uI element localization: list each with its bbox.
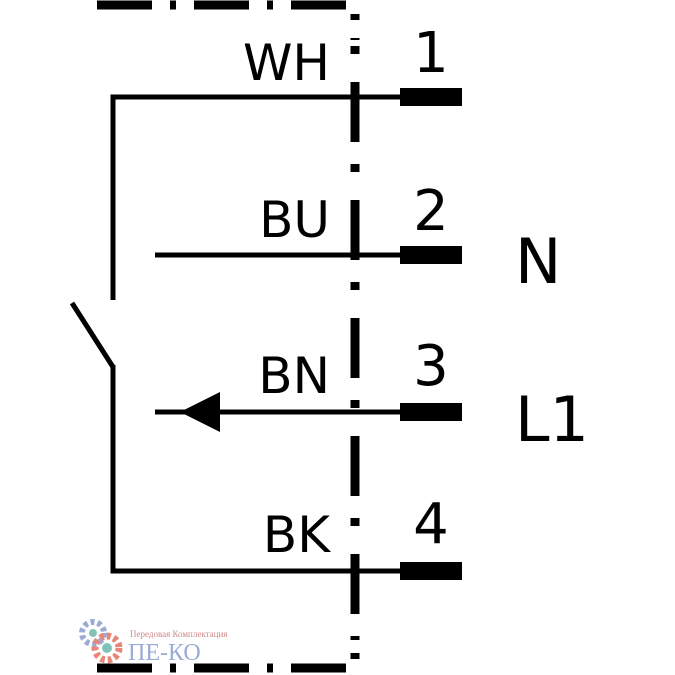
terminal-1 xyxy=(400,88,462,106)
wire-bk xyxy=(110,365,400,574)
wire-label-bk: BK xyxy=(263,506,331,564)
logo-name: ПЕ-КО xyxy=(128,640,201,666)
logo: Передовая Комплектация ПЕ-КО xyxy=(79,619,227,666)
label-n: N xyxy=(515,225,561,298)
switch-contact xyxy=(69,301,116,369)
pin-number-4: 4 xyxy=(413,492,449,557)
label-l1: L1 xyxy=(515,383,589,456)
terminal-2 xyxy=(400,246,462,264)
housing-boundary xyxy=(97,0,360,673)
gear-icon xyxy=(79,619,107,647)
wire-wh xyxy=(110,94,400,300)
logo-tagline: Передовая Комплектация xyxy=(130,629,227,639)
wire-label-bn: BN xyxy=(258,347,330,405)
pin-number-2: 2 xyxy=(413,179,449,244)
terminal-4 xyxy=(400,562,462,580)
wire-label-wh: WH xyxy=(243,34,330,92)
terminal-3 xyxy=(400,403,462,421)
wire-label-bu: BU xyxy=(259,191,330,249)
pin-number-3: 3 xyxy=(413,334,449,399)
arrow-icon xyxy=(180,392,220,432)
gear-icon xyxy=(91,632,123,664)
pin-number-1: 1 xyxy=(413,21,449,86)
